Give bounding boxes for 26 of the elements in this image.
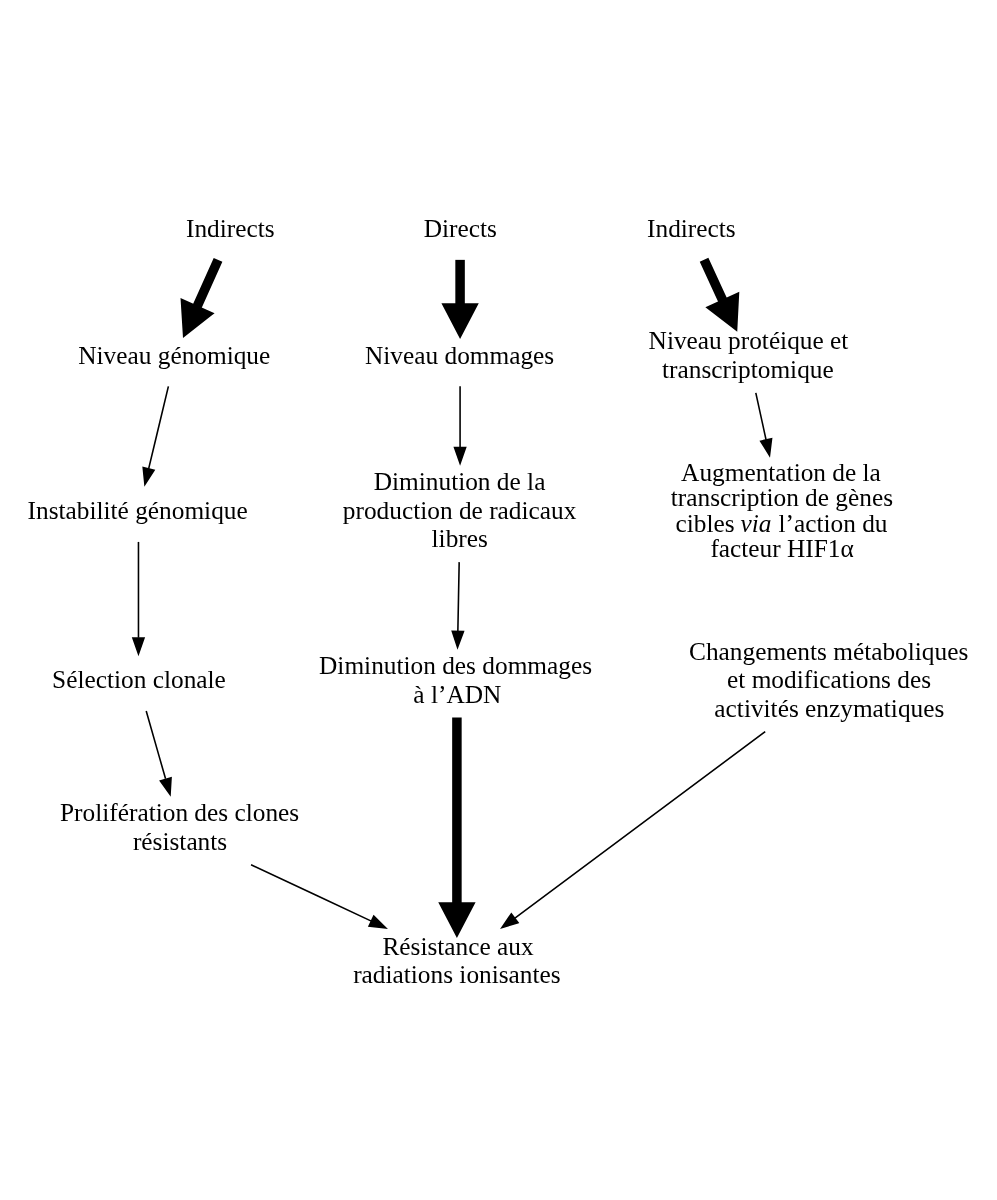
node-text: Niveau dommages [365, 340, 555, 369]
node-text: Indirects [647, 213, 736, 242]
node-text: Directs [423, 213, 497, 242]
arrow [451, 561, 465, 650]
node-text: Diminution des dommages à l’ADN [319, 651, 593, 708]
arrow [131, 541, 146, 657]
arrow [145, 710, 172, 797]
arrow [500, 730, 766, 930]
node-text: Niveau génomique [78, 340, 271, 369]
arrow [180, 257, 223, 338]
node-text: Instabilité génomique [27, 495, 248, 524]
arrow [755, 392, 773, 458]
node-text: Prolifération des clones résistants [60, 798, 300, 855]
arrow [441, 259, 479, 339]
node-text: Sélection clonale [52, 665, 226, 694]
node-text: Résistance aux radiations ionisantes [353, 931, 561, 989]
node-text: Diminution de la production de radicaux libres [342, 467, 577, 553]
node-text: Niveau protéique et transcriptomique [648, 326, 849, 383]
arrow [438, 717, 476, 938]
node-text: Augmentation de la transcription de gènes cibles via l’action du facteur HIF1α [670, 457, 894, 562]
arrow [453, 385, 467, 466]
arrow [142, 385, 170, 487]
arrow [699, 257, 740, 332]
node-text: Indirects [185, 213, 275, 242]
node-text: Changements métaboliques et modifications des activités enzymatiques [689, 636, 969, 722]
arrow [250, 864, 388, 929]
